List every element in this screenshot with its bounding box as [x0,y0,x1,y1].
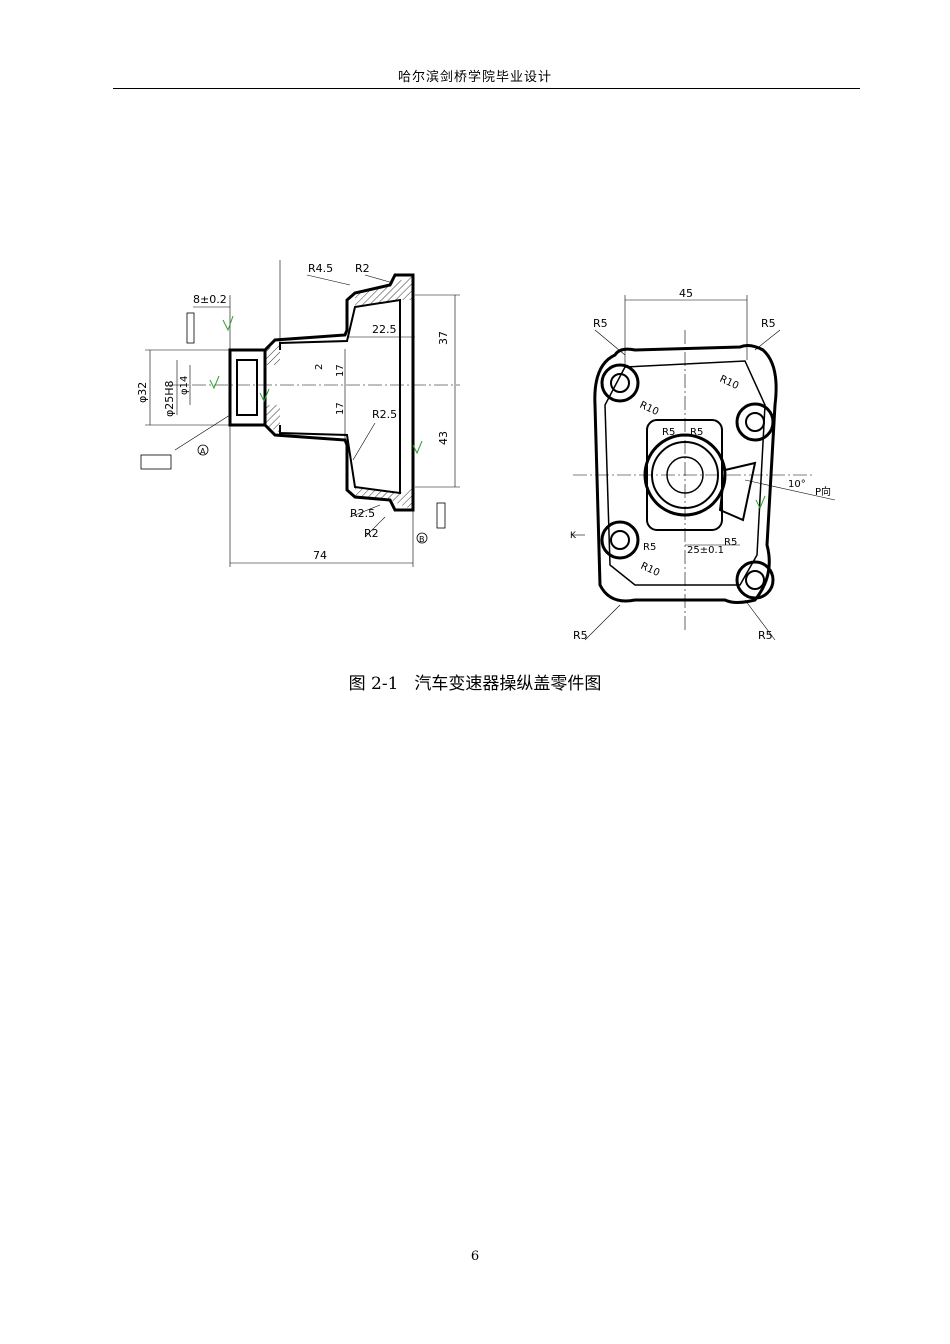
caption-number: 图 2-1 [348,674,399,694]
engineering-drawing: R4.5 R2 8±0.2 22.5 37 17 17 2 R2.5 43 R2… [115,255,840,650]
label-phi32: φ32 [136,382,149,403]
label-dim43: 43 [437,431,450,445]
label-r5-c: R5 [643,542,656,553]
label-dim225: 22.5 [372,323,397,336]
label-r45: R4.5 [308,262,333,275]
label-r10-c: R10 [639,561,661,579]
label-r5-inner-2: R5 [690,427,703,438]
label-r2-bottom: R2 [364,527,379,540]
label-datum-b: B [419,535,425,544]
plan-view: 45 R5 R5 R10 R10 R5 R5 10° P向 K R5 R5 25… [570,287,836,642]
label-r5-top-right: R5 [761,317,776,330]
label-r10-b: R10 [638,400,660,418]
page-number: 6 [470,1249,480,1264]
label-r5-inner-1: R5 [662,427,675,438]
section-view: R4.5 R2 8±0.2 22.5 37 17 17 2 R2.5 43 R2… [136,260,460,567]
caption-title: 汽车变速器操纵盖零件图 [414,674,602,694]
label-dim8: 8±0.2 [193,293,227,306]
label-dim74: 74 [313,549,327,562]
running-header: 哈尔滨剑桥学院毕业设计 [397,70,552,85]
label-r25-bottom: R2.5 [350,507,375,520]
label-r25-inner: R2.5 [372,408,397,421]
label-p-view: P向 [815,485,831,498]
label-phi25: φ25H8 [163,380,176,417]
label-dim45: 45 [679,287,693,300]
label-r5-bottom-left: R5 [573,629,588,642]
label-k: K [570,531,577,541]
label-dim17a: 17 [335,364,346,377]
label-dim17b: 17 [335,402,346,415]
label-dim2: 2 [314,364,325,370]
label-phi14: φ14 [179,376,190,395]
label-r10-a: R10 [718,374,740,392]
label-dim25: 25±0.1 [687,545,724,556]
label-r5-top-left: R5 [593,317,608,330]
label-datum-a: A [200,447,206,456]
label-r2-top: R2 [355,262,370,275]
label-angle10: 10° [788,479,806,490]
label-r5-bottom-right: R5 [758,629,773,642]
label-dim37: 37 [437,331,450,345]
header-rule [113,88,860,89]
figure-caption: 图 2-1 汽车变速器操纵盖零件图 [0,669,950,694]
label-r5-d: R5 [724,537,737,548]
